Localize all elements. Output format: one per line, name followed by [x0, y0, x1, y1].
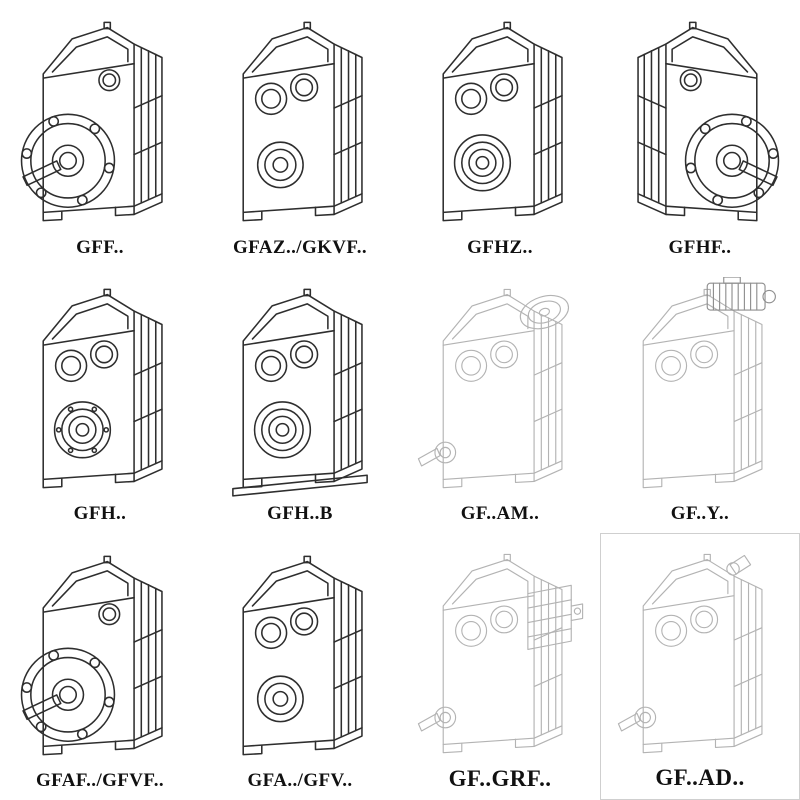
cell-gfhz: GFHZ.. — [400, 0, 600, 267]
model-label-gf-am: GF..AM.. — [460, 503, 540, 525]
model-label-gff: GFF.. — [76, 236, 124, 258]
gearbox-drawing-gfh-b — [232, 288, 368, 497]
cell-gfhf: GFHF.. — [600, 0, 800, 267]
model-label-gfaf-gfvf: GFAF../GFVF.. — [35, 769, 164, 791]
gearbox-drawing-gf-y — [642, 276, 776, 489]
drawing-area — [602, 273, 798, 504]
drawing-area — [2, 273, 198, 504]
drawing-area — [603, 540, 797, 765]
drawing-area — [2, 539, 198, 770]
model-label-gfh: GFH.. — [73, 503, 127, 525]
drawing-area — [402, 6, 598, 237]
cell-gfh-b: GFH..B — [200, 267, 400, 534]
model-label-gf-ad: GF..AD.. — [655, 764, 745, 790]
gearbox-drawing-gf-ad — [617, 553, 763, 753]
drawing-area — [202, 273, 398, 504]
drawing-area — [402, 273, 598, 504]
model-label-gfhf: GFHF.. — [668, 236, 732, 258]
cell-gff: GFF.. — [0, 0, 200, 267]
gearbox-drawing-gff — [20, 21, 163, 222]
model-label-gfa-gfv: GFA../GFV.. — [247, 769, 353, 791]
gearbox-drawing-gf-am — [417, 288, 574, 489]
cell-gf-am: GF..AM.. — [400, 267, 600, 534]
gearbox-drawing-gfh — [42, 288, 163, 489]
model-label-gf-grf: GF..GRF.. — [448, 765, 552, 791]
cell-gfaz-gkvf: GFAZ../GKVF.. — [200, 0, 400, 267]
gearbox-drawing-gf-grf — [417, 553, 584, 753]
drawing-area — [602, 6, 798, 237]
model-label-gfhz: GFHZ.. — [467, 236, 533, 258]
cell-gf-y: GF..Y.. — [600, 267, 800, 534]
cell-gfaf-gfvf: GFAF../GFVF.. — [0, 533, 200, 800]
drawing-area — [202, 6, 398, 237]
drawing-area — [202, 539, 398, 770]
gearbox-drawing-gfaz-gkvf — [242, 21, 363, 222]
gearbox-drawing-gfhf — [637, 21, 780, 222]
model-label-gfh-b: GFH..B — [267, 503, 333, 525]
gearbox-drawing-gfaf-gfvf — [20, 555, 163, 756]
drawing-area — [2, 6, 198, 237]
model-label-gfaz-gkvf: GFAZ../GKVF.. — [233, 236, 367, 258]
cell-gf-grf: GF..GRF.. — [400, 533, 600, 800]
gearbox-drawing-gfhz — [442, 21, 563, 222]
cell-gf-ad: GF..AD.. — [600, 533, 800, 800]
cell-gfa-gfv: GFA../GFV.. — [200, 533, 400, 800]
drawing-area — [402, 539, 598, 766]
gearbox-drawing-gfa-gfv — [242, 555, 363, 756]
model-label-gf-y: GF..Y.. — [670, 503, 730, 525]
cell-gfh: GFH.. — [0, 267, 200, 534]
